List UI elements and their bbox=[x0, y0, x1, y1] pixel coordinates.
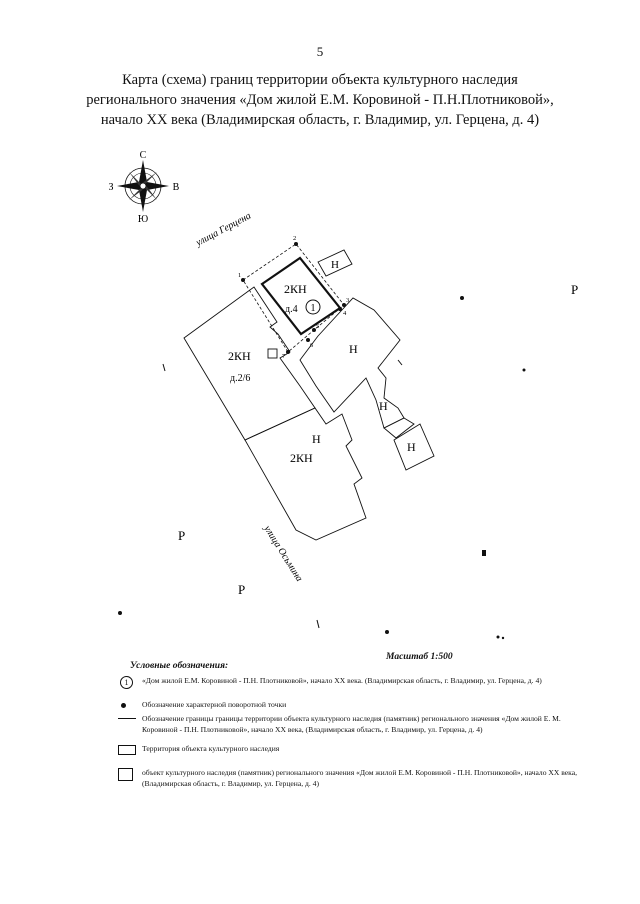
legend-object-text: «Дом жилой Е.М. Коровиной - П.Н. Плотник… bbox=[142, 676, 542, 685]
title-line-3: начало XX века (Владимирская область, г.… bbox=[100, 112, 540, 128]
main-object-number-circle bbox=[305, 299, 321, 315]
south-block-code: 2КН bbox=[290, 451, 313, 465]
compass-west: З bbox=[108, 182, 113, 193]
street-osmina-label: улица Осьмина bbox=[261, 523, 305, 584]
page-number: 5 bbox=[316, 44, 324, 59]
legend-object-box-text: объект культурного наследия (памятник) р… bbox=[142, 768, 578, 788]
legend-points-text: Обозначение характерной поворотной точки bbox=[142, 700, 287, 709]
compass-north: С bbox=[140, 150, 147, 161]
east-box-n: Н bbox=[407, 440, 416, 454]
zone-label-east: Р bbox=[571, 282, 578, 297]
point-3-label: 3 bbox=[346, 297, 349, 304]
point-2-marker bbox=[294, 242, 298, 246]
east-complex-n: Н bbox=[349, 342, 358, 356]
north-box-n: Н bbox=[331, 259, 339, 271]
compass-rose-icon bbox=[117, 160, 169, 212]
south-block-n: Н bbox=[312, 432, 321, 446]
point-2-label: 2 bbox=[293, 235, 296, 242]
legend-object-number-icon: 1 bbox=[120, 676, 133, 689]
legend-boundary-line-icon bbox=[118, 718, 136, 719]
title-line-1: Карта (схема) границ территории объекта … bbox=[122, 72, 518, 88]
legend-territory-text: Территория объекта культурного наследия bbox=[142, 744, 280, 753]
legend-object-box-icon bbox=[118, 768, 133, 781]
title-line-2: регионального значения «Дом жилой Е.М. К… bbox=[86, 92, 554, 108]
main-object-number: 1 bbox=[311, 303, 316, 314]
neighbor-house: д.2/6 bbox=[230, 373, 250, 384]
legend-title: Условные обозначения: bbox=[130, 661, 229, 671]
zone-label-south: Р bbox=[238, 582, 245, 597]
point-1-marker bbox=[241, 278, 245, 282]
point-7-marker bbox=[286, 350, 290, 354]
legend-boundary-text: Обозначение границы границы территории о… bbox=[142, 714, 561, 734]
street-gertsena-label: улица Герцена bbox=[193, 210, 253, 249]
compass-east: В bbox=[173, 182, 180, 193]
compass-south: Ю bbox=[138, 214, 148, 225]
point-5-marker bbox=[312, 328, 316, 332]
point-4-label: 4 bbox=[343, 310, 347, 317]
map-scale: Масштаб 1:500 bbox=[386, 652, 453, 662]
building-east-extension bbox=[383, 417, 415, 439]
main-object-code: 2КН bbox=[284, 282, 307, 296]
zone-label-southwest: Р bbox=[178, 528, 185, 543]
main-object-house: д.4 bbox=[285, 304, 298, 315]
point-6-marker bbox=[306, 338, 310, 342]
page-title: Карта (схема) границ территории объекта … bbox=[60, 70, 580, 130]
building-east-complex bbox=[299, 297, 405, 429]
point-5-label: 5 bbox=[316, 323, 319, 330]
point-6-label: 6 bbox=[310, 342, 314, 349]
east-middle-n: Н bbox=[379, 399, 388, 413]
point-3-marker bbox=[342, 303, 346, 307]
legend-territory-box-icon bbox=[118, 745, 136, 755]
object-house-4 bbox=[260, 256, 342, 336]
point-7-label: 7 bbox=[282, 353, 286, 360]
territory-boundary bbox=[242, 243, 345, 353]
neighbor-code: 2КН bbox=[228, 349, 251, 363]
building-east-box bbox=[393, 423, 435, 471]
building-small-shed bbox=[267, 348, 278, 359]
survey-marks bbox=[118, 296, 526, 640]
building-north-box bbox=[317, 249, 353, 277]
point-4-marker bbox=[338, 307, 342, 311]
point-1-label: 1 bbox=[238, 272, 241, 279]
legend-point-icon bbox=[121, 703, 126, 708]
building-south-block bbox=[244, 407, 367, 541]
